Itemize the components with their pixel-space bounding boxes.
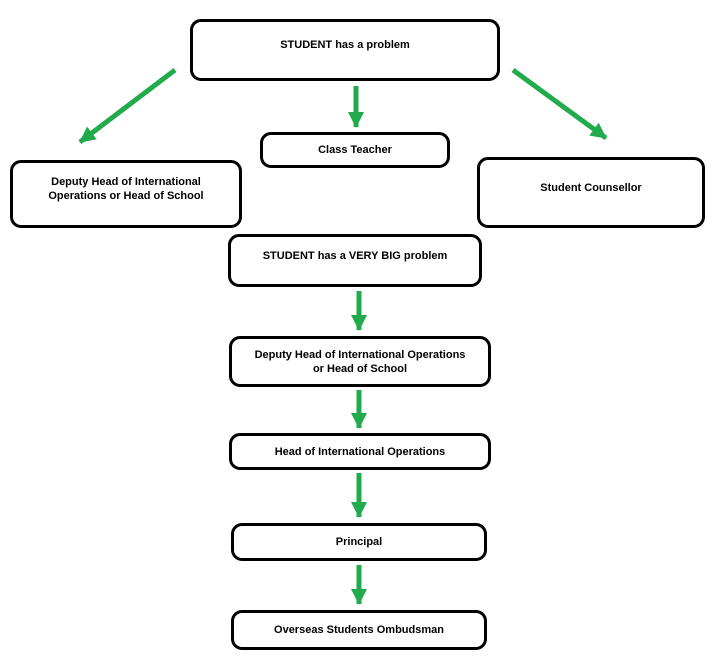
node-deputy-head-or-head-of-school-2: Deputy Head of International Operations … (229, 336, 491, 387)
node-label-line: Student Counsellor (540, 181, 642, 194)
node-class-teacher: Class Teacher (260, 132, 450, 168)
node-label-line: Operations or Head of School (48, 190, 204, 202)
node-deputy-head-or-head-of-school: Deputy Head of International Operations … (10, 160, 242, 228)
node-label-line: Head of International Operations (274, 445, 446, 458)
node-head-of-international-operations: Head of International Operations (229, 433, 491, 470)
node-label-line: Class Teacher (318, 144, 392, 156)
node-label-line: Deputy Head of International (51, 176, 201, 188)
node-label-line: Overseas Students Ombudsman (274, 624, 444, 636)
node-principal: Principal (231, 523, 487, 561)
arrow-problem-to-student-counsellor (511, 67, 608, 141)
node-student-problem: STUDENT has a problem (190, 19, 500, 81)
node-label-line: Deputy Head of International Operations (254, 348, 466, 361)
node-student-very-big-problem: STUDENT has a VERY BIG problem (228, 234, 482, 287)
node-overseas-students-ombudsman: Overseas Students Ombudsman (231, 610, 487, 650)
arrow-problem-to-deputy-head (78, 68, 177, 144)
node-student-counsellor: Student Counsellor (477, 157, 705, 228)
node-label-line: or Head of School (312, 362, 408, 375)
node-label-line: STUDENT has a problem (280, 39, 410, 51)
node-label-line: Principal (335, 536, 383, 548)
node-label-line: STUDENT has a VERY BIG problem (262, 249, 448, 262)
